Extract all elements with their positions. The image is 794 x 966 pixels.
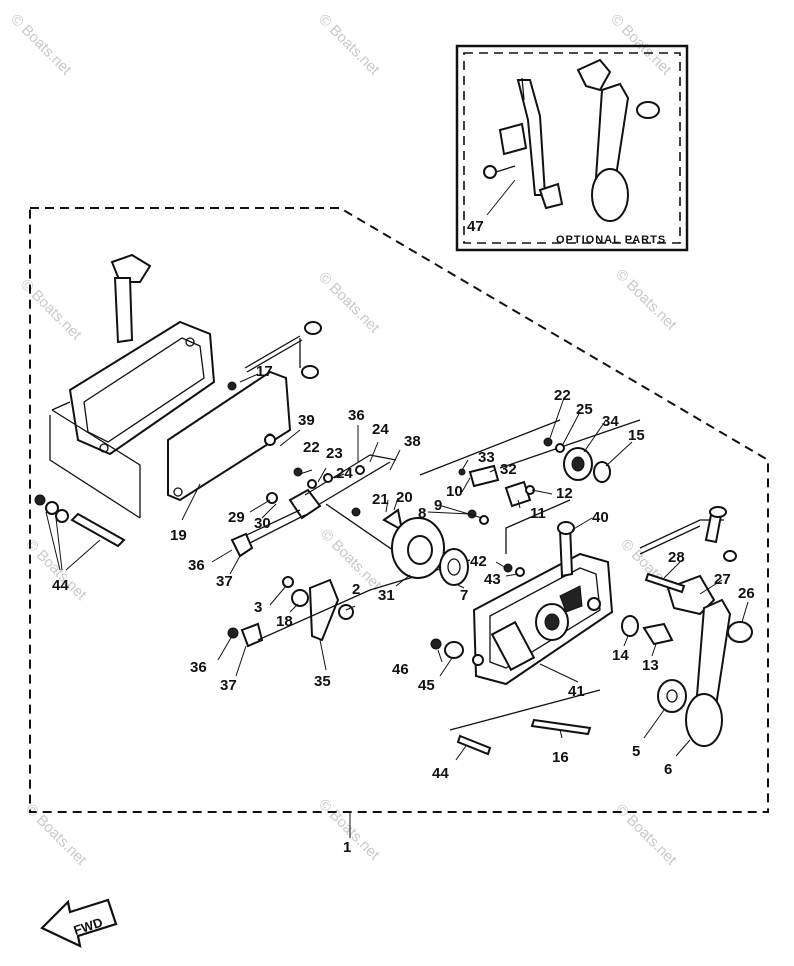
callout-44: 44 xyxy=(52,577,69,594)
callout-42: 42 xyxy=(470,553,487,570)
callout-34: 34 xyxy=(602,413,619,430)
watermark-text: © Boats.net xyxy=(315,11,383,79)
callout-28: 28 xyxy=(668,549,685,566)
callout-17: 17 xyxy=(256,363,273,380)
callout-3: 3 xyxy=(254,599,262,616)
callout-12: 12 xyxy=(556,485,573,502)
shift-gear xyxy=(391,517,469,586)
callout-35: 35 xyxy=(314,673,331,690)
watermark-text: © Boats.net xyxy=(612,266,680,334)
callout-16: 16 xyxy=(552,749,569,766)
callout-9: 9 xyxy=(434,497,442,514)
callout-36: 36 xyxy=(348,407,365,424)
callout-45: 45 xyxy=(418,677,435,694)
callout-25: 25 xyxy=(576,401,593,418)
callout-19: 19 xyxy=(170,527,187,544)
fwd-arrow-icon: FWD xyxy=(40,898,118,948)
callout-labels: 17 19 39 36 22 23 24 24 38 21 20 29 30 3… xyxy=(52,363,755,856)
callout-23: 23 xyxy=(326,445,343,462)
optional-parts-label: OPTIONAL PARTS xyxy=(556,234,666,246)
callout-33: 33 xyxy=(478,449,495,466)
callout-44: 44 xyxy=(432,765,449,782)
throttle-shaft xyxy=(244,321,322,379)
callout-21: 21 xyxy=(372,491,389,508)
callout-18: 18 xyxy=(276,613,293,630)
callout-6: 6 xyxy=(664,761,672,778)
screw-set-44 xyxy=(34,494,126,571)
callout-7: 7 xyxy=(460,587,468,604)
callout-14: 14 xyxy=(612,647,629,664)
callout-36: 36 xyxy=(190,659,207,676)
callout-29: 29 xyxy=(228,509,245,526)
watermark-text: © Boats.net xyxy=(17,276,85,344)
callout-38: 38 xyxy=(404,433,421,450)
optional-parts-box: 47 OPTIONAL PARTS xyxy=(455,44,689,252)
callout-36: 36 xyxy=(188,557,205,574)
callout-20: 20 xyxy=(396,489,413,506)
watermark-text: © Boats.net xyxy=(315,269,383,337)
remote-control-lever xyxy=(621,506,753,747)
callout-47: 47 xyxy=(467,218,484,235)
callout-37: 37 xyxy=(220,677,237,694)
neutral-gear xyxy=(543,437,611,483)
remote-control-cover xyxy=(49,253,216,519)
callout-37: 37 xyxy=(216,573,233,590)
callout-43: 43 xyxy=(484,571,501,588)
callout-27: 27 xyxy=(714,571,731,588)
leader-lines xyxy=(181,373,749,838)
callout-39: 39 xyxy=(298,412,315,429)
callout-30: 30 xyxy=(254,515,271,532)
callout-22: 22 xyxy=(554,387,571,404)
callout-1: 1 xyxy=(343,839,351,856)
callout-40: 40 xyxy=(592,509,609,526)
callout-24: 24 xyxy=(336,465,353,482)
callout-8: 8 xyxy=(418,505,426,522)
callout-31: 31 xyxy=(378,587,395,604)
assembly-boundary xyxy=(29,207,769,813)
callout-32: 32 xyxy=(500,461,517,478)
callout-26: 26 xyxy=(738,585,755,602)
callout-10: 10 xyxy=(446,483,463,500)
control-housing xyxy=(472,499,614,686)
callout-13: 13 xyxy=(642,657,659,674)
callout-5: 5 xyxy=(632,743,640,760)
callout-41: 41 xyxy=(568,683,585,700)
housing-screws xyxy=(430,563,601,756)
callout-15: 15 xyxy=(628,427,645,444)
callout-11: 11 xyxy=(530,505,546,522)
watermark-text: © Boats.net xyxy=(7,11,75,79)
callout-46: 46 xyxy=(392,661,409,678)
callout-2: 2 xyxy=(352,581,360,598)
callout-22: 22 xyxy=(303,439,320,456)
callout-24: 24 xyxy=(372,421,389,438)
